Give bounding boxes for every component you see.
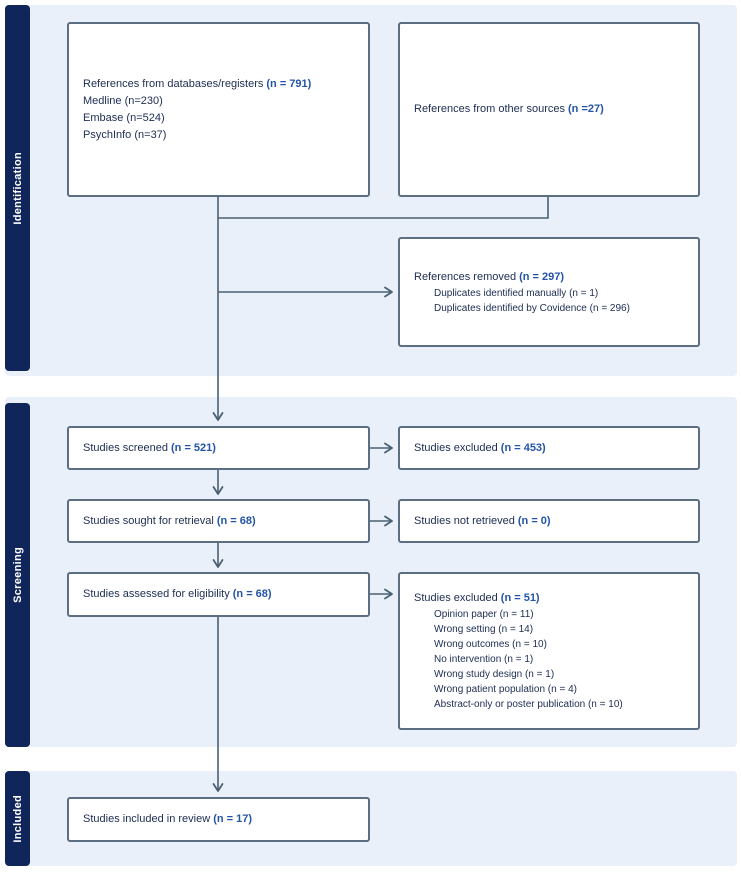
box-count: (n = 297) [519, 270, 565, 283]
box-title-text: References removed [414, 270, 517, 283]
box-detail-lines: Opinion paper (n = 11) Wrong setting (n =… [414, 607, 684, 712]
box-sub-line: Wrong setting (n = 14) [434, 624, 534, 635]
sidebar-identification: Identification [5, 5, 30, 371]
box-studies-not-retrieved: Studies not retrieved(n = 0) [398, 499, 700, 543]
box-studies-excluded-eligibility: Studies excluded(n = 51) Opinion paper (… [398, 572, 700, 730]
box-count: (n = 68) [232, 588, 272, 600]
box-title-text: Studies screened [83, 441, 168, 454]
identification-label: Identification [11, 151, 24, 225]
box-count: (n = 17) [213, 813, 253, 825]
box-references-removed: References removed(n = 297) Duplicates i… [398, 237, 700, 347]
box-title: Studies excluded(n = 453) [414, 440, 684, 457]
box-title-text: Studies included in review [83, 813, 211, 825]
box-title: Studies screened(n = 521) [83, 440, 354, 457]
box-title-text: Studies assessed for eligibility [83, 588, 230, 600]
box-sub-line: Medline (n=230) [83, 94, 163, 107]
box-title: Studies assessed for eligibility(n = 68) [83, 586, 354, 603]
box-title: Studies excluded(n = 51) [414, 590, 684, 607]
box-sub-line: Wrong outcomes (n = 10) [434, 639, 547, 650]
box-title: Studies sought for retrieval(n = 68) [83, 513, 354, 530]
box-studies-sought: Studies sought for retrieval(n = 68) [67, 499, 370, 543]
box-sub-line: PsychInfo (n=37) [83, 128, 167, 141]
box-title: Studies not retrieved(n = 0) [414, 513, 684, 530]
box-title: References from databases/registers(n = … [83, 76, 354, 93]
box-title: References from other sources(n =27) [414, 101, 684, 118]
box-title-text: Studies sought for retrieval [83, 514, 214, 527]
box-count: (n =27) [568, 103, 604, 115]
box-sub-line: Duplicates identified manually (n = 1) [434, 287, 599, 299]
sidebar-included: Included [5, 771, 30, 866]
sidebar-screening: Screening [5, 403, 30, 747]
box-title: Studies included in review(n = 17) [83, 811, 354, 828]
box-studies-excluded-screening: Studies excluded(n = 453) [398, 426, 700, 470]
box-sub-line: Abstract-only or poster publication (n =… [434, 699, 623, 710]
box-detail-lines: Duplicates identified manually (n = 1) Du… [414, 286, 684, 316]
box-studies-screened: Studies screened(n = 521) [67, 426, 370, 470]
box-count: (n = 68) [216, 514, 256, 527]
included-label: Included [11, 794, 24, 843]
box-count: (n = 791) [266, 77, 312, 90]
box-sub-line: Embase (n=524) [83, 111, 165, 124]
box-title: References removed(n = 297) [414, 269, 684, 286]
box-detail-lines: Medline (n=230) Embase (n=524) PsychInfo (… [83, 93, 354, 144]
box-count: (n = 453) [500, 441, 546, 454]
box-sub-line: Opinion paper (n = 11) [434, 609, 534, 620]
box-count: (n = 51) [500, 592, 540, 604]
screening-label: Screening [11, 547, 24, 603]
box-count: (n = 0) [517, 514, 551, 527]
box-references-other-sources: References from other sources(n =27) [398, 22, 700, 197]
box-title-text: Studies excluded [414, 592, 498, 604]
box-sub-line: Wrong study design (n = 1) [434, 669, 555, 680]
box-title-text: References from other sources [414, 103, 566, 115]
box-sub-line: No intervention (n = 1) [434, 654, 534, 665]
box-references-databases: References from databases/registers(n = … [67, 22, 370, 197]
box-title-text: Studies not retrieved [414, 514, 515, 527]
box-title-text: Studies excluded [414, 441, 498, 454]
box-count: (n = 521) [171, 441, 216, 454]
box-sub-line: Wrong patient population (n = 4) [434, 684, 577, 695]
box-sub-line: Duplicates identified by Covidence (n = … [434, 302, 630, 314]
box-title-text: References from databases/registers [83, 77, 264, 90]
box-studies-assessed: Studies assessed for eligibility(n = 68) [67, 572, 370, 617]
box-studies-included: Studies included in review(n = 17) [67, 797, 370, 842]
